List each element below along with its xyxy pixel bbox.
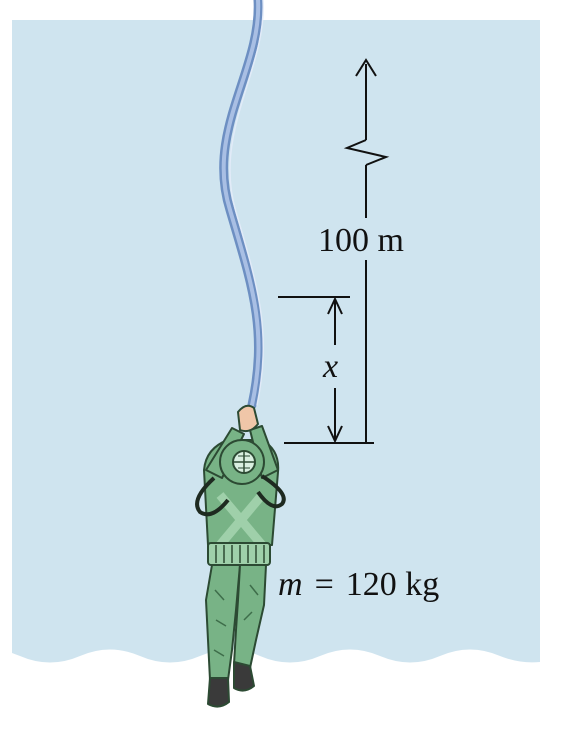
diver bbox=[195, 404, 286, 708]
depth-break-mark bbox=[343, 139, 390, 166]
x-dimension bbox=[278, 296, 350, 444]
diver-right-boot bbox=[233, 661, 255, 692]
diver-belt-weights bbox=[215, 545, 265, 563]
mass-symbol: m bbox=[278, 566, 303, 603]
depth-dimension bbox=[284, 58, 390, 444]
depth-label: 100 m bbox=[318, 222, 404, 259]
mass-label: m = 120 kg bbox=[278, 568, 439, 602]
mass-equals: = bbox=[314, 566, 334, 603]
diver-suit-folds bbox=[213, 584, 259, 657]
mass-value: 120 kg bbox=[345, 566, 440, 603]
diver-hands bbox=[237, 404, 259, 433]
rope bbox=[219, 0, 264, 410]
diver-belt bbox=[207, 542, 271, 566]
displacement-label: x bbox=[323, 348, 339, 385]
water-region bbox=[12, 20, 540, 663]
diver-air-hose-left bbox=[195, 476, 230, 517]
diver-left-boot bbox=[207, 677, 230, 708]
depth-arrow-up bbox=[355, 58, 377, 77]
x-arrow-up bbox=[327, 296, 343, 315]
diver-air-hose-right bbox=[256, 474, 286, 509]
x-arrow-down bbox=[327, 425, 343, 444]
